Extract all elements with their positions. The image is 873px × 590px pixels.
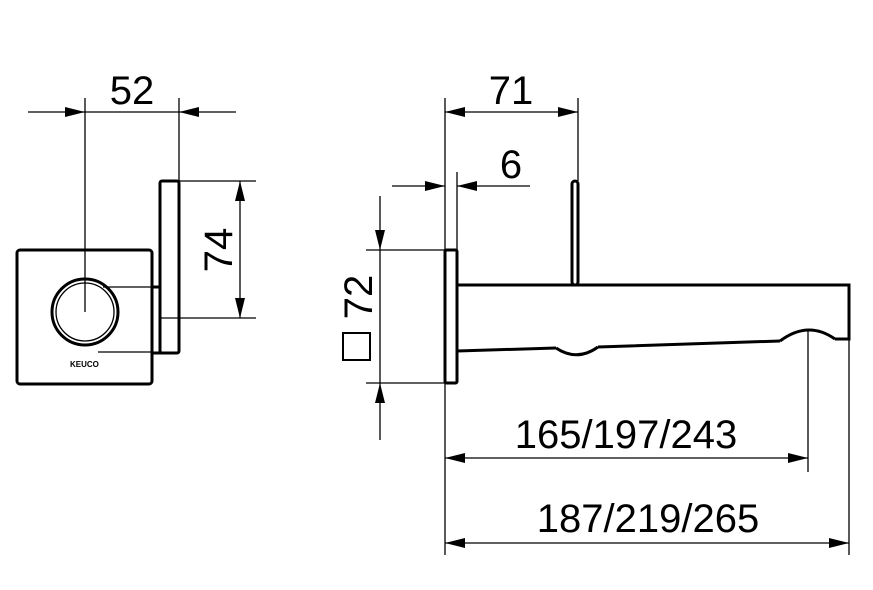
front-view: KEUCO 52 74: [15, 69, 256, 386]
spout-top: [457, 283, 851, 341]
lever-connector: [98, 286, 152, 353]
spout-bottom: [456, 339, 781, 353]
spout-underside-bump: [555, 345, 599, 357]
dim-spout-length: 165/197/243: [515, 413, 737, 457]
lever: [158, 179, 181, 355]
dim-52: 52: [110, 69, 155, 113]
dim-71: 71: [489, 69, 534, 113]
square-symbol-icon: [342, 332, 371, 361]
dim-6: 6: [500, 143, 522, 187]
dim-74: 74: [197, 228, 241, 273]
brand-logo: KEUCO: [70, 360, 99, 369]
side-view: 71 6 72 165/197/243 187/219/265: [337, 69, 851, 555]
dim-total-length: 187/219/265: [537, 497, 759, 541]
dim-72: 72: [337, 275, 381, 320]
wall-plate-side: [443, 248, 459, 385]
lever-side: [570, 179, 580, 287]
